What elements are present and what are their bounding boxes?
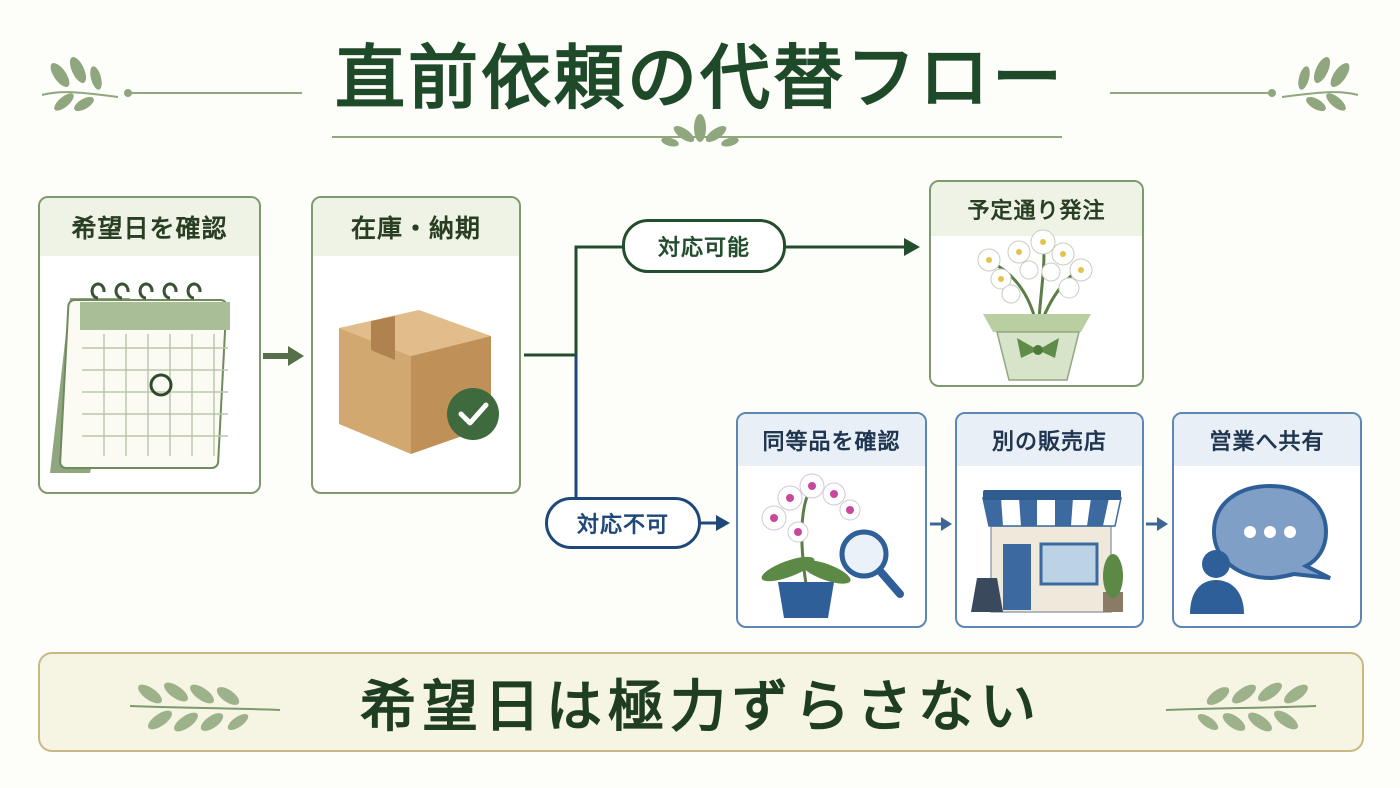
calendar-icon xyxy=(50,282,230,473)
bottom-banner: 希望日は極力ずらさない xyxy=(38,652,1364,752)
page-title: 直前依頼の代替フロー xyxy=(335,36,1065,119)
branch-impossible: 対応不可 xyxy=(545,497,701,549)
card-equivalent: 同等品を確認 xyxy=(736,412,927,628)
arrow-right-icon xyxy=(716,515,730,531)
card-stock-title: 在庫・納期 xyxy=(313,198,519,256)
arrow-right-icon xyxy=(263,346,304,366)
leaf-sprig-icon xyxy=(41,57,119,111)
card-order-as-planned: 予定通り発注 xyxy=(929,180,1144,387)
card-other-shop: 別の販売店 xyxy=(955,412,1144,628)
box-icon xyxy=(339,310,499,454)
orchid-gift-icon xyxy=(977,229,1093,381)
leaf-branch-icon xyxy=(129,682,281,732)
leaf-branch-icon xyxy=(1165,682,1317,732)
leaf-sprig-icon xyxy=(1281,57,1359,111)
card-stock: 在庫・納期 xyxy=(311,196,521,494)
card-order-title: 予定通り発注 xyxy=(931,182,1142,236)
card-equivalent-title: 同等品を確認 xyxy=(738,414,925,466)
store-icon xyxy=(971,490,1123,613)
card-share-sales: 営業へ共有 xyxy=(1172,412,1362,628)
card-check-date-title: 希望日を確認 xyxy=(40,198,259,256)
chat-person-icon xyxy=(1190,483,1331,614)
card-other-shop-title: 別の販売店 xyxy=(957,414,1142,466)
arrow-right-icon xyxy=(930,517,952,531)
arrow-right-icon xyxy=(904,238,920,256)
orchid-search-icon xyxy=(761,473,904,618)
card-share-sales-title: 営業へ共有 xyxy=(1174,414,1360,466)
arrow-right-icon xyxy=(1146,517,1168,531)
card-check-date: 希望日を確認 xyxy=(38,196,261,494)
branch-possible: 対応可能 xyxy=(622,219,786,273)
banner-message: 希望日は極力ずらさない xyxy=(360,673,1042,740)
